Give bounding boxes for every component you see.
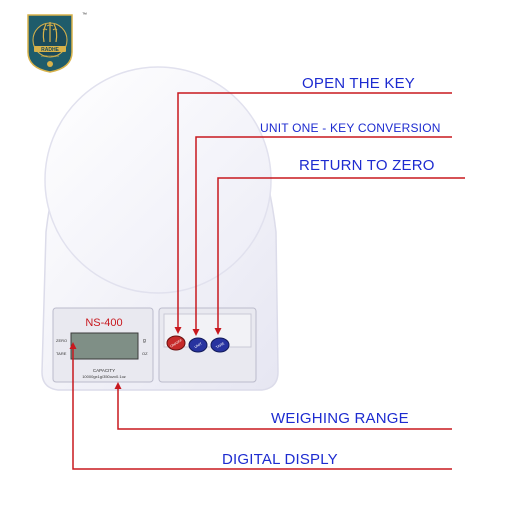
svg-text:TARE: TARE [215,341,225,349]
arrowhead-unit-icon [192,329,200,336]
callout-unit-conversion: UNIT ONE - KEY CONVERSION [260,121,441,135]
unit-button[interactable]: UNIT [188,337,208,353]
lcd-screen [70,332,139,360]
logo-sub-text: AGRO FOOD [41,54,60,58]
oz-indicator: OZ [142,351,148,356]
arrowhead-return-icon [214,328,222,335]
capacity-label: CAPACITY [93,368,115,373]
callout-line-open [177,92,452,330]
callout-digital-display: DIGITAL DISPLY [222,451,338,468]
callout-return-zero: RETURN TO ZERO [299,157,435,174]
callout-open-key: OPEN THE KEY [302,75,415,92]
callout-line-return [217,177,465,331]
callout-arrowheads [69,327,222,389]
svg-text:ON/OFF: ON/OFF [170,338,183,348]
tare-indicator: TARE [56,351,67,356]
callout-weighing-range: WEIGHING RANGE [271,410,409,427]
model-label: NS-400 [85,317,122,329]
callout-lines [72,92,465,470]
arrowhead-weigh-icon [114,382,122,389]
svg-text:UNIT: UNIT [194,341,204,349]
arrowhead-display-icon [69,342,77,349]
arrowhead-open-icon [174,327,182,334]
logo-brand-text: RADHE [41,47,59,53]
callout-line-weigh [117,386,452,430]
callout-line-display [72,346,452,470]
on-off-button[interactable]: ON/OFF [166,335,186,351]
tare-button[interactable]: TARE [210,337,230,353]
radhe-logo: RADHE AGRO FOOD ™ [22,12,87,74]
capacity-value: 10000gx1g/350ozx0.1oz [82,374,126,379]
trademark-mark: ™ [82,12,87,18]
weighing-plate [44,66,272,294]
logo-badge-icon: RADHE AGRO FOOD [27,14,73,73]
zero-indicator: ZERO [56,338,67,343]
gram-indicator: g [143,338,146,344]
callout-line-unit [195,136,452,332]
